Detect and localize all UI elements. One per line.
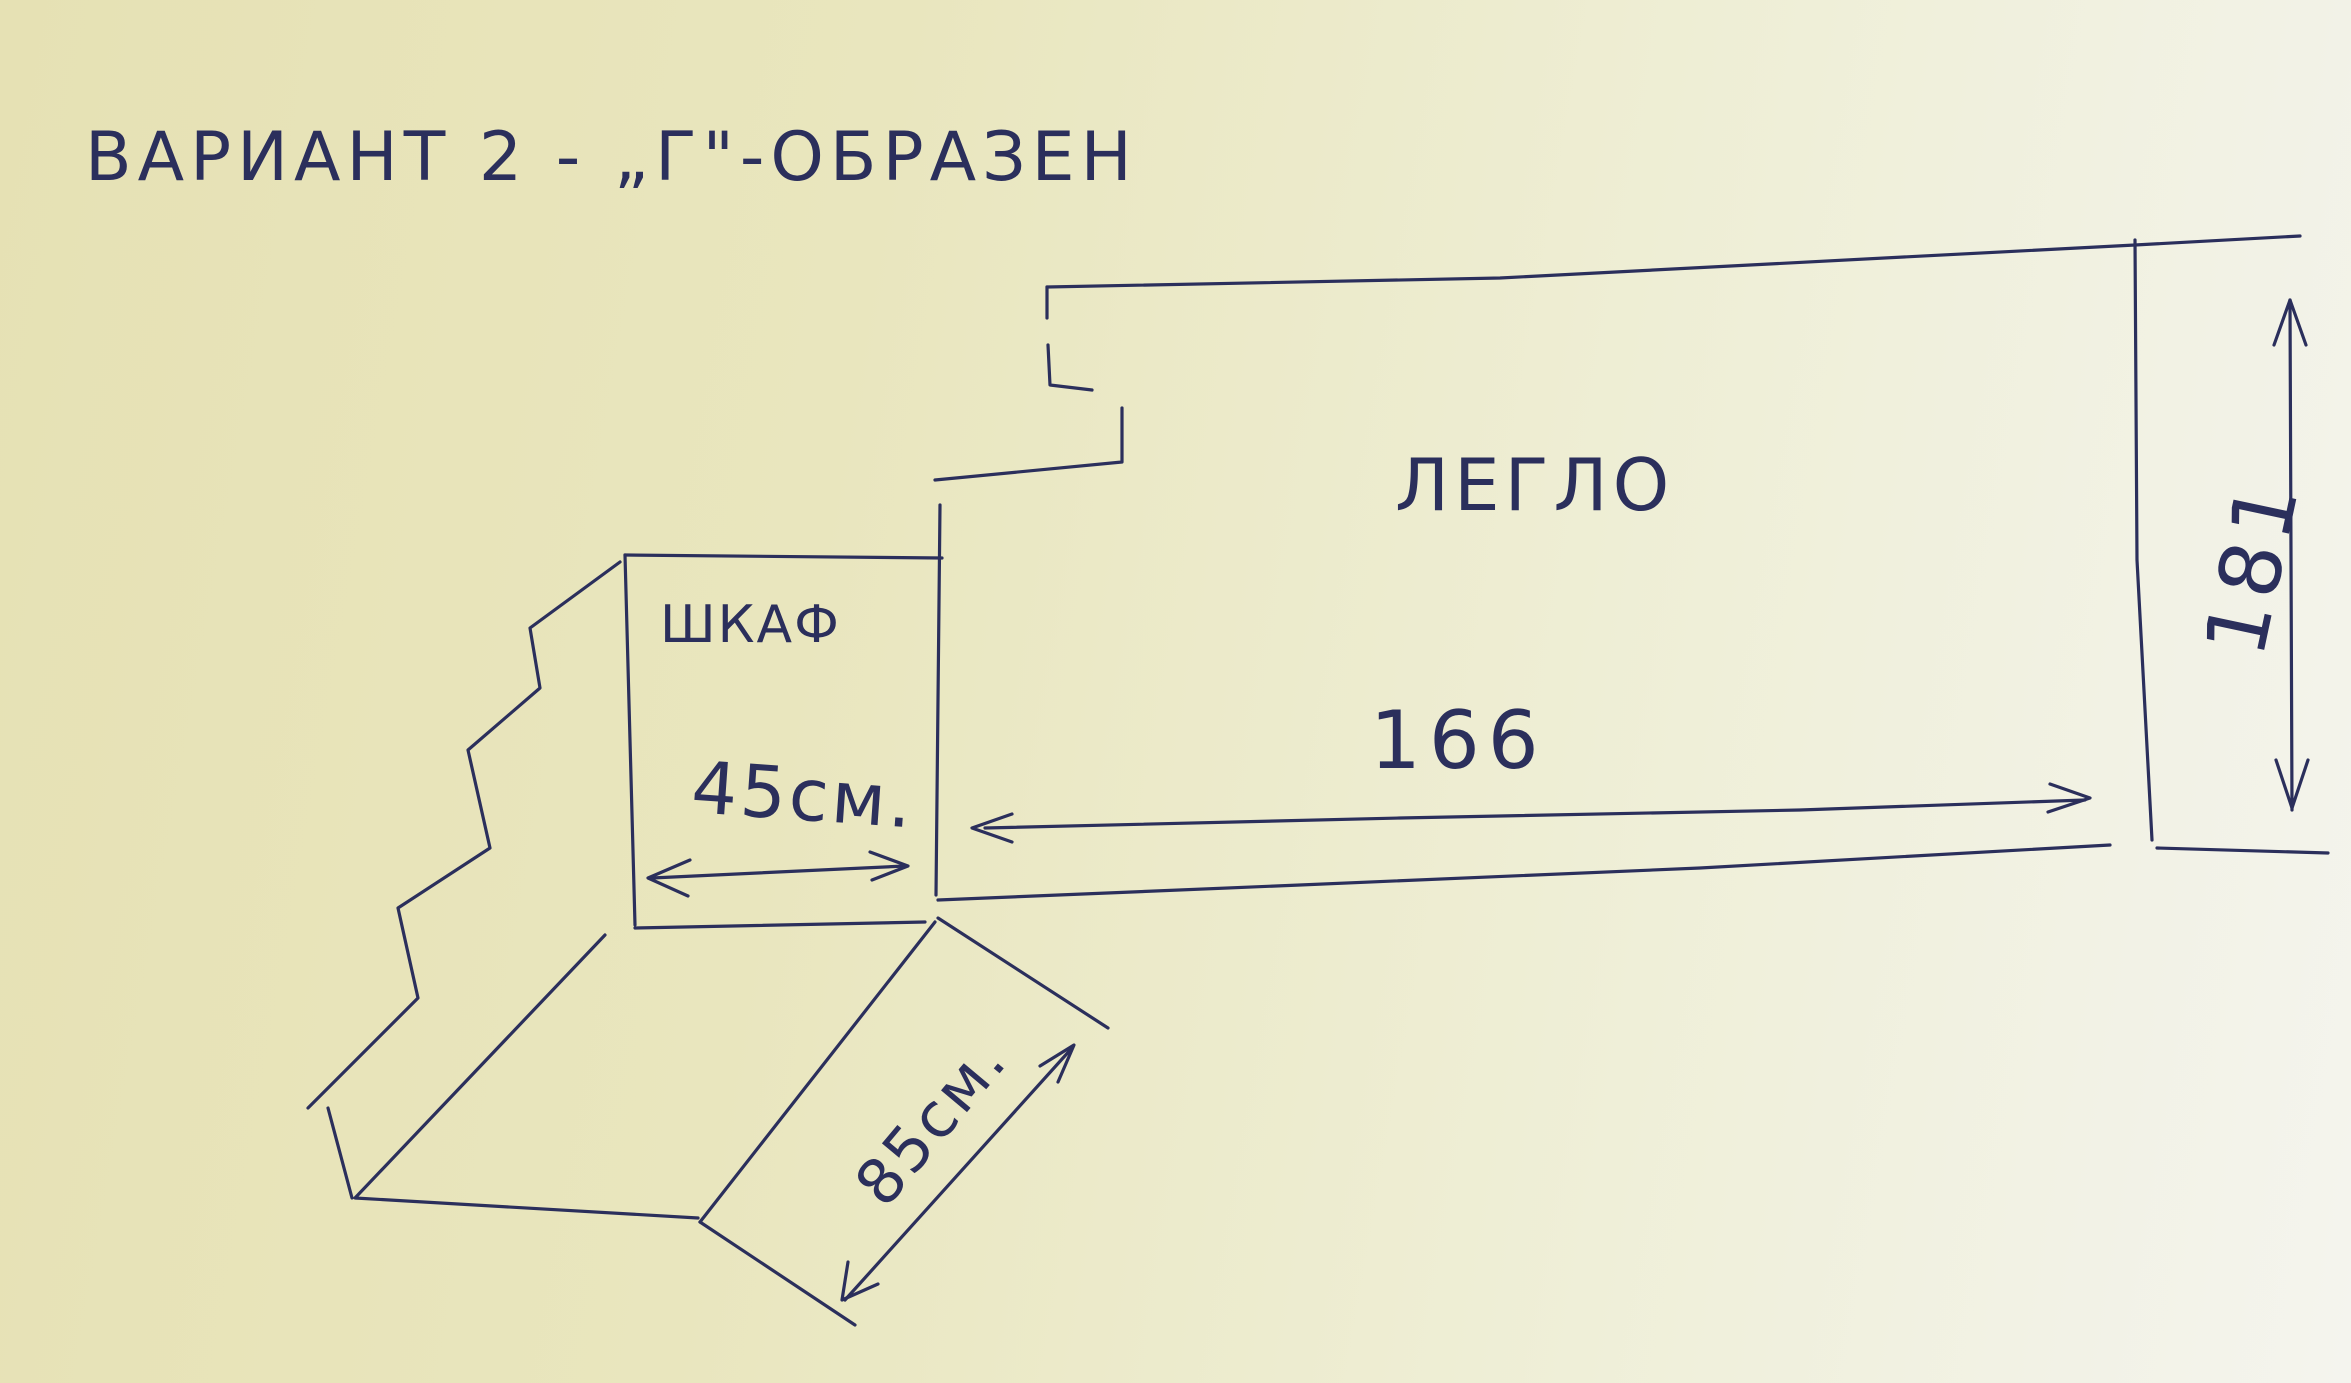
wardrobe-width-label: 45см. bbox=[689, 745, 918, 844]
bed-length-arrow-line bbox=[983, 798, 2087, 830]
corner-front-edge-bottom bbox=[698, 1220, 857, 1327]
corner-depth-arrow-line bbox=[843, 1046, 1074, 1302]
wardrobe-top-edge bbox=[623, 553, 944, 560]
wardrobe-width-arrow-line bbox=[650, 864, 907, 880]
bed-label: ЛЕГЛО bbox=[1395, 443, 1674, 527]
corner-wall-end bbox=[326, 1106, 354, 1200]
bed-length-label: 166 bbox=[1370, 694, 1547, 787]
wardrobe-width-arrowhead-right bbox=[868, 850, 910, 882]
sketch-title: ВАРИАНТ 2 - „Г"-ОБРАЗЕН bbox=[85, 118, 1138, 197]
bed-width-arrowhead-top bbox=[2272, 298, 2308, 347]
bed-length-arrowhead-left bbox=[970, 812, 1014, 844]
wardrobe-width-arrowhead-left bbox=[646, 858, 692, 898]
wall-notch bbox=[1046, 343, 1094, 392]
bed-bottom-edge bbox=[936, 843, 2112, 902]
wardrobe-right-edge bbox=[934, 503, 942, 897]
wall-step-lower bbox=[933, 406, 1124, 482]
corner-front-edge-right bbox=[936, 916, 1110, 1030]
corner-diagonal-section bbox=[353, 933, 700, 1220]
bed-width-arrowhead-bottom bbox=[2274, 758, 2310, 810]
corner-depth-label: 85см. bbox=[841, 1024, 1022, 1220]
bed-length-arrowhead-right bbox=[2046, 782, 2092, 814]
wardrobe-left-edge bbox=[623, 553, 637, 927]
bed-width-label: 181 bbox=[2186, 469, 2319, 664]
corner-stepped-wall bbox=[306, 560, 622, 1110]
bed-headboard-line bbox=[2133, 238, 2154, 842]
wardrobe-bottom-edge bbox=[633, 920, 927, 930]
corner-depth-arrowhead-top bbox=[1038, 1043, 1076, 1084]
bed-bottom-right-edge bbox=[2155, 846, 2330, 855]
bed-width-arrow-line bbox=[2288, 298, 2294, 812]
corner-depth-arrowhead-bottom bbox=[840, 1260, 880, 1302]
bed-top-edge bbox=[1045, 234, 2302, 289]
corner-divider bbox=[698, 920, 937, 1224]
wardrobe-label: ШКАФ bbox=[660, 595, 841, 655]
